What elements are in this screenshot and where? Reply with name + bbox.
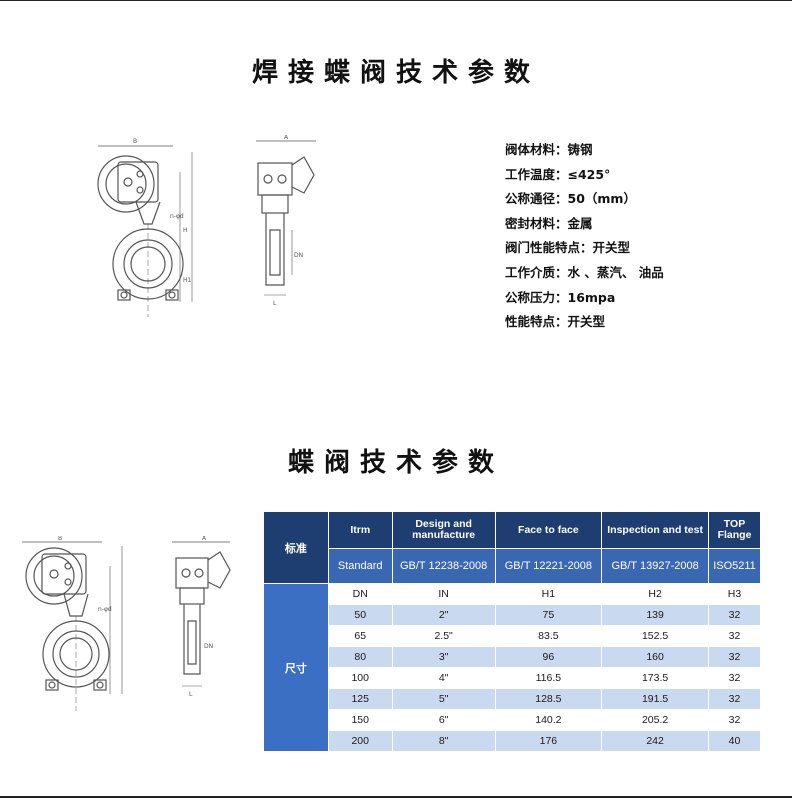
cell: 8": [392, 731, 495, 751]
top-border-line: [0, 0, 792, 1]
cell: 4": [392, 668, 495, 688]
cell: 191.5: [602, 689, 708, 709]
svg-text:n-φd: n-φd: [98, 606, 112, 613]
table-row: 150 6" 140.2 205.2 32: [264, 710, 760, 730]
spec-nominal-pressure: 公称压力：16mpa: [505, 289, 616, 305]
svg-text:DN: DN: [294, 252, 303, 259]
standard-label: Standard: [328, 549, 392, 583]
cell: 100: [328, 668, 392, 688]
table-row: 50 2" 75 139 32: [264, 605, 760, 625]
spec-valve-feature: 阀门性能特点：开关型: [505, 240, 631, 256]
spec-working-temperature: 工作温度：≤425°: [505, 166, 611, 182]
cell: 128.5: [495, 689, 602, 709]
svg-text:n-φd: n-φd: [170, 213, 184, 220]
column-h3: H3: [709, 584, 760, 604]
spec-performance: 性能特点：开关型: [505, 314, 606, 330]
svg-text:B: B: [58, 536, 62, 542]
column-h2: H2: [602, 584, 708, 604]
cell: 75: [495, 605, 602, 625]
front-view-drawing-bottom: B n-φd: [22, 536, 123, 711]
cell: 2": [392, 605, 495, 625]
cell: 152.5: [602, 626, 708, 646]
cell: 3": [392, 647, 495, 667]
cell: 40: [709, 731, 760, 751]
front-view-drawing-top: B n-φd H H1: [97, 138, 193, 317]
cell: 80: [328, 647, 392, 667]
svg-text:H1: H1: [183, 277, 192, 284]
cell: 176: [495, 731, 602, 751]
cell: 65: [328, 626, 392, 646]
header-inspection: Inspection and test: [602, 512, 708, 548]
svg-text:L: L: [189, 691, 193, 698]
table-row: 200 8" 176 242 40: [264, 731, 760, 751]
cell: 32: [709, 668, 760, 688]
table-row: 65 2.5" 83.5 152.5 32: [264, 626, 760, 646]
cell: 116.5: [495, 668, 602, 688]
spec-list: 阀体材料：铸钢 工作温度：≤425° 公称通径：50（mm） 密封材料：金属 阀…: [505, 138, 664, 335]
spec-nominal-diameter: 公称通径：50（mm）: [505, 191, 636, 207]
bottom-border-line: [0, 796, 792, 798]
svg-text:H: H: [183, 227, 188, 234]
cell: 242: [602, 731, 708, 751]
cell: 150: [328, 710, 392, 730]
table-row: 80 3" 96 160 32: [264, 647, 760, 667]
cell: 205.2: [602, 710, 708, 730]
side-view-drawing-top: A DN L: [256, 135, 316, 307]
spec-working-medium: 工作介质：水 、蒸汽、 油品: [505, 264, 664, 280]
label-size: 尺寸: [264, 584, 328, 751]
table-row-columns: 尺寸 DN IN H1 H2 H3: [264, 584, 760, 751]
cell: 32: [709, 605, 760, 625]
cell: 5": [392, 689, 495, 709]
page-title-butterfly: 蝶阀技术参数: [287, 448, 504, 478]
cell: 160: [602, 647, 708, 667]
standard-flange: ISO5211: [709, 549, 760, 583]
cell: 140.2: [495, 710, 602, 730]
cell: 200: [328, 731, 392, 751]
spec-seal-material: 密封材料：金属: [505, 215, 593, 231]
svg-text:A: A: [202, 536, 207, 542]
cell: 96: [495, 647, 602, 667]
page-title-welded: 焊接蝶阀技术参数: [251, 58, 540, 88]
header-top-flange: TOP Flange: [709, 512, 760, 548]
svg-text:L: L: [273, 300, 277, 307]
cell: 32: [709, 689, 760, 709]
svg-text:A: A: [284, 135, 289, 141]
side-view-drawing-bottom: A DN L: [172, 536, 231, 698]
svg-text:B: B: [133, 138, 137, 145]
header-item: Itrm: [328, 512, 392, 548]
cell: 139: [602, 605, 708, 625]
label-standard: 标准: [264, 512, 328, 583]
cell: 32: [709, 626, 760, 646]
table-row: 100 4" 116.5 173.5 32: [264, 668, 760, 688]
spec-body-material: 阀体材料：铸钢: [505, 142, 593, 157]
standard-design: GB/T 12238-2008: [392, 549, 495, 583]
cell: 83.5: [495, 626, 602, 646]
cell: 173.5: [602, 668, 708, 688]
cell: 32: [709, 647, 760, 667]
column-h1: H1: [495, 584, 602, 604]
svg-text:DN: DN: [204, 643, 213, 650]
spec-table: 标准 Itrm Design and manufacture Face to f…: [263, 511, 761, 752]
cell: 125: [328, 689, 392, 709]
header-face-to-face: Face to face: [495, 512, 602, 548]
cell: 6": [392, 710, 495, 730]
cell: 32: [709, 710, 760, 730]
standard-face: GB/T 12221-2008: [495, 549, 602, 583]
standard-inspection: GB/T 13927-2008: [602, 549, 708, 583]
column-in: IN: [392, 584, 495, 604]
cell: 2.5": [392, 626, 495, 646]
cell: 50: [328, 605, 392, 625]
column-dn: DN: [328, 584, 392, 604]
header-design: Design and manufacture: [392, 512, 495, 548]
table-row: 125 5" 128.5 191.5 32: [264, 689, 760, 709]
